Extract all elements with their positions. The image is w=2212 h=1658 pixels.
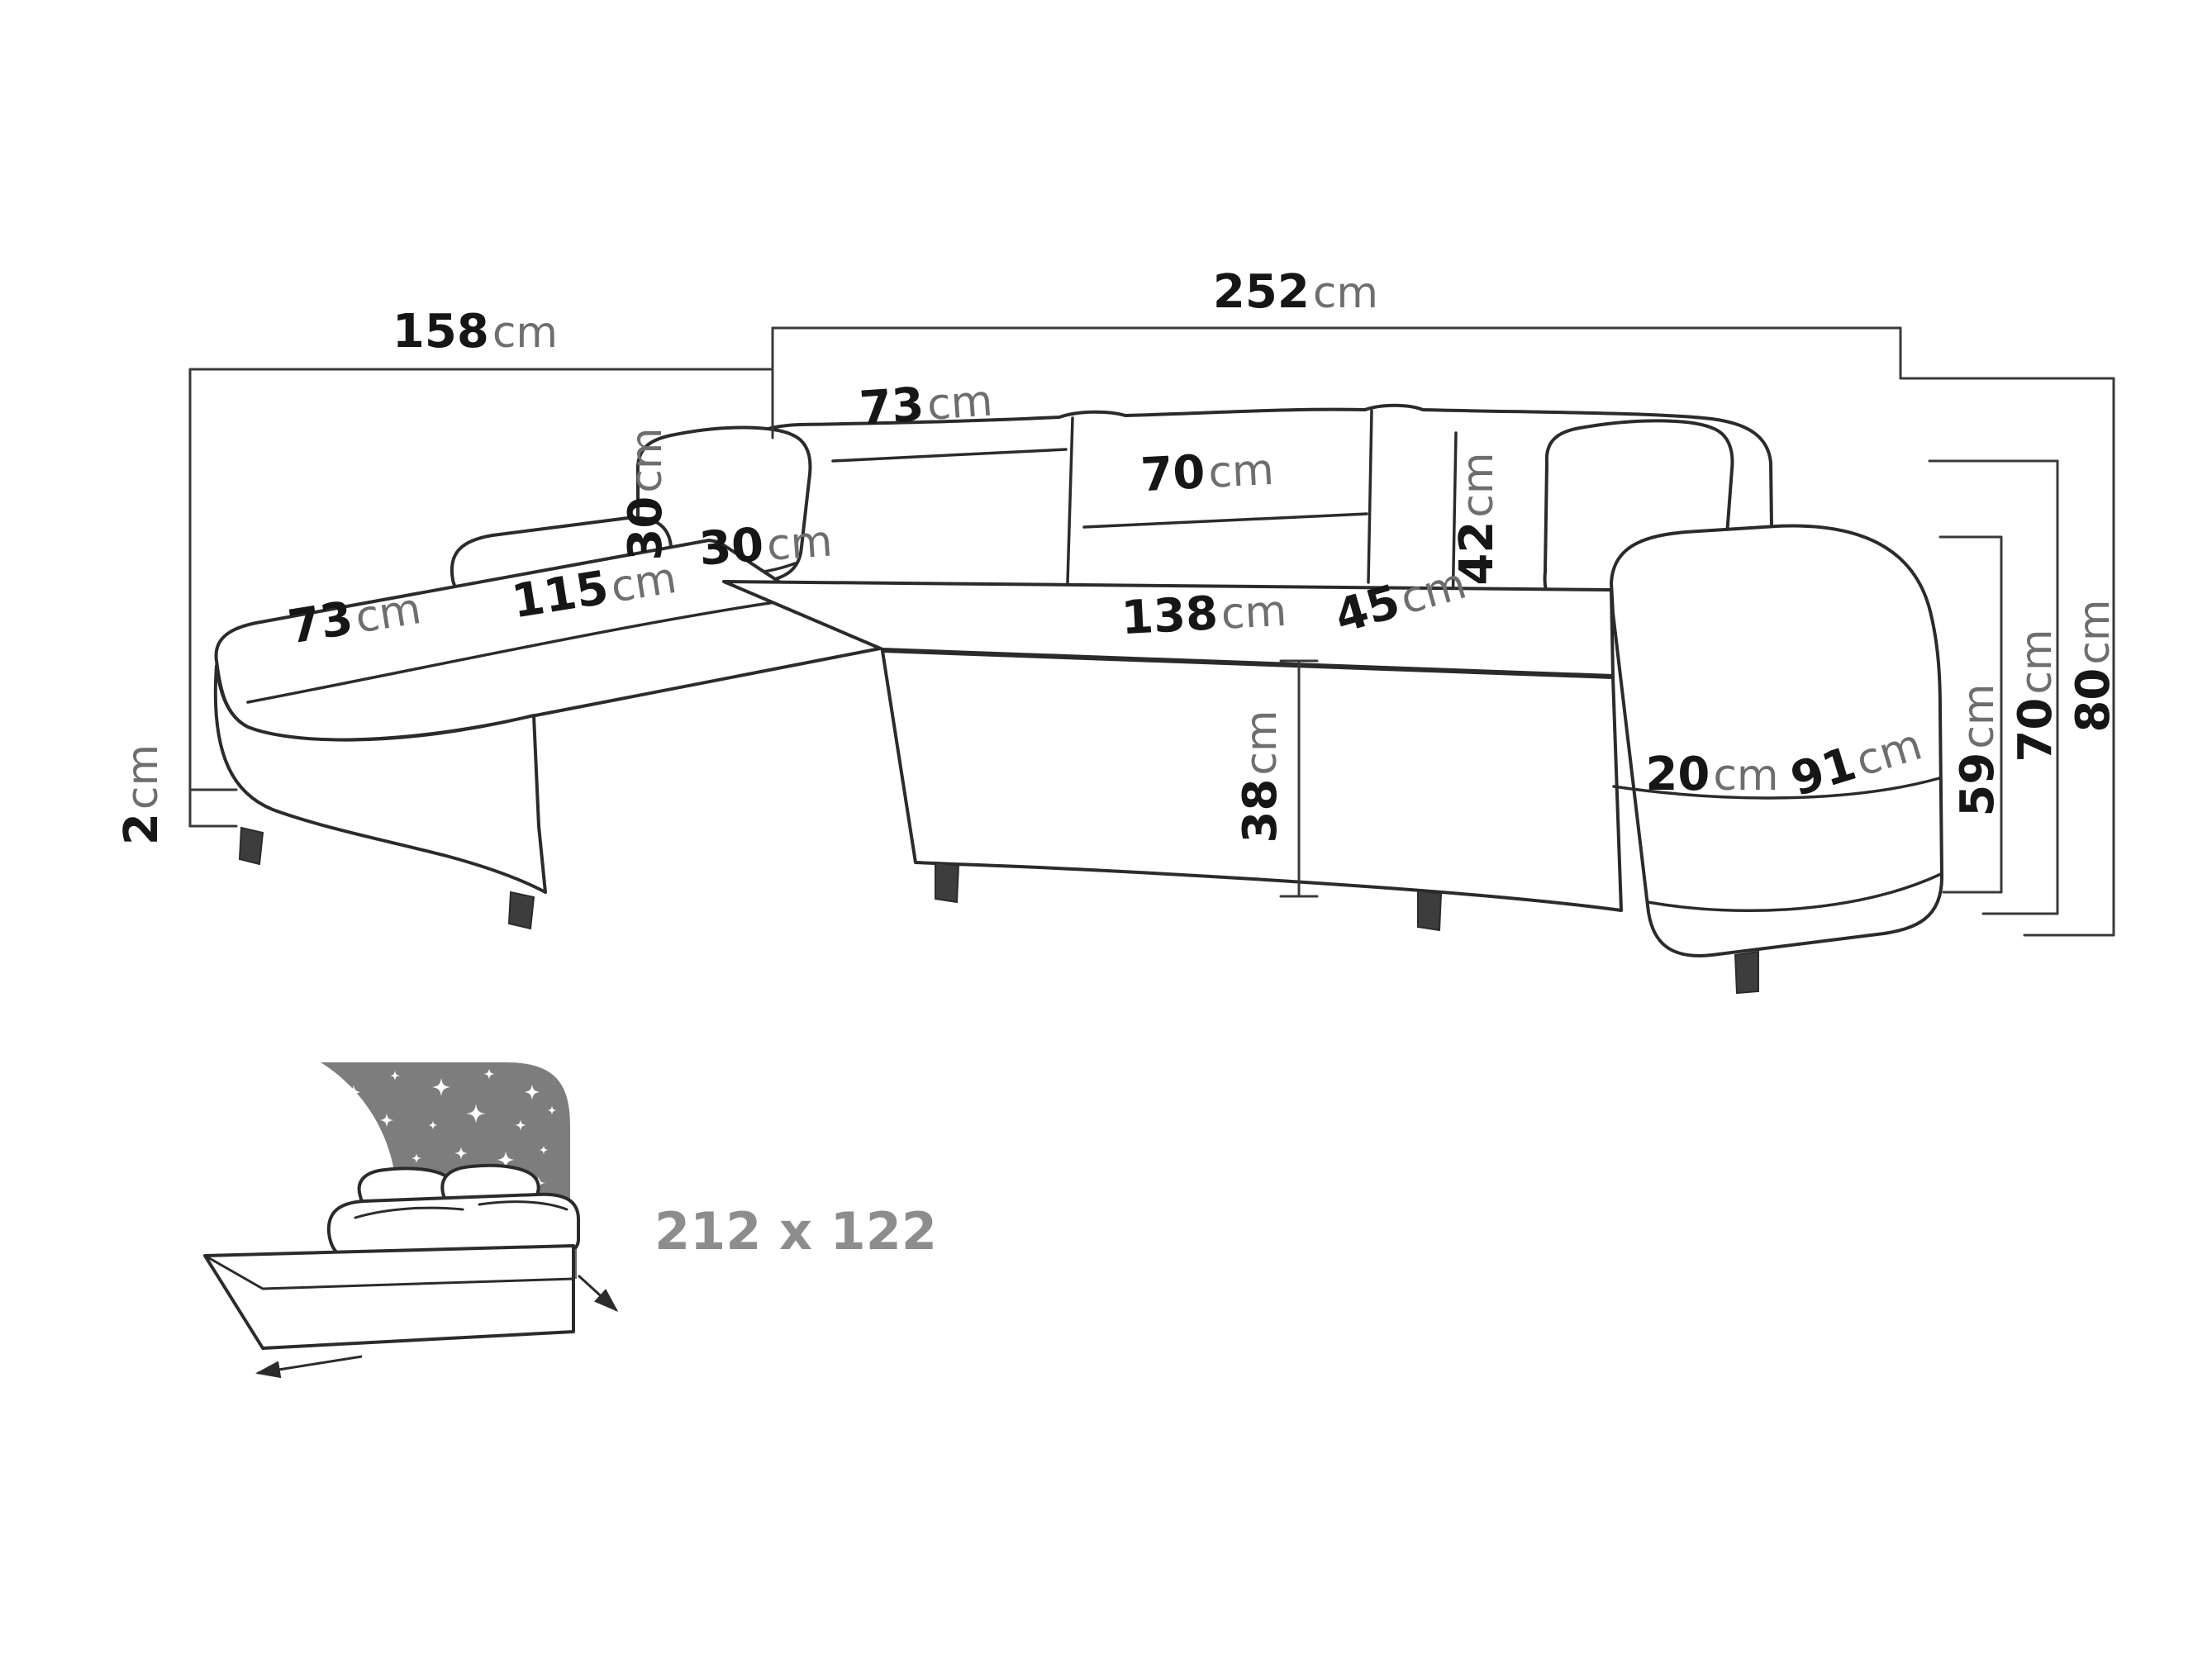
label-pillow-height: 30cm (619, 427, 673, 560)
label-chaise-length: 115cm (508, 550, 680, 629)
backrest-seam-left (1066, 416, 1074, 584)
sofa-leg (1417, 889, 1443, 932)
length-arrow (577, 1274, 619, 1313)
armrest-seam-lower (1646, 872, 1943, 913)
bed-base-top-edge (203, 1254, 575, 1290)
label-chaise-width: 73cm (284, 581, 424, 654)
sofa-drawing (213, 403, 1943, 995)
label-width-left: 158cm (392, 305, 558, 359)
sleeping-area-pictogram: 212 x 122 (203, 1062, 937, 1379)
back-cushion-edge-line (1451, 431, 1458, 615)
width-arrow (255, 1355, 363, 1379)
chaise-front-face (213, 664, 547, 894)
star-icon (336, 1128, 348, 1139)
label-back-cushion-width: 70cm (1139, 442, 1275, 502)
label-back-cushion-height: 42cm (1450, 452, 1504, 585)
label-leg-height: 2cm (115, 744, 169, 845)
sofa-leg (1734, 950, 1759, 995)
label-seat-depth: 45cm (1329, 556, 1472, 644)
duvet-fold-line (478, 1200, 568, 1211)
label-backrest-height: 70cm (2009, 629, 2062, 762)
duvet-fold-line (354, 1206, 464, 1219)
bed-base (203, 1244, 575, 1350)
label-seat-width: 138cm (1120, 583, 1287, 645)
label-back-left-width: 73cm (858, 373, 994, 436)
backrest-top-stitch (831, 448, 1068, 463)
sleeping-area-label: 212 x 122 (654, 1201, 937, 1261)
star-icon (362, 1155, 378, 1171)
sofa-backrest (717, 403, 1774, 592)
dimension-lines (188, 326, 2115, 937)
label-pillow-width: 30cm (697, 514, 834, 577)
chaise-seam (246, 595, 818, 704)
sofa-leg (507, 891, 535, 930)
label-width-right: 252cm (1213, 265, 1378, 319)
sofa-leg (935, 861, 960, 904)
seat-front-face (881, 649, 1623, 912)
label-total-height: 80cm (2067, 599, 2120, 732)
label-seat-height: 38cm (1234, 710, 1287, 843)
backrest-seam-middle (1367, 409, 1373, 584)
back-cushion-stitch (1082, 512, 1368, 529)
right-armrest (1610, 524, 1943, 957)
sofa-leg (238, 826, 264, 866)
armrest-seam-upper (1612, 777, 1941, 800)
label-armrest-width: 20cm (1645, 748, 1778, 801)
label-armrest-height: 59cm (1951, 683, 2005, 816)
